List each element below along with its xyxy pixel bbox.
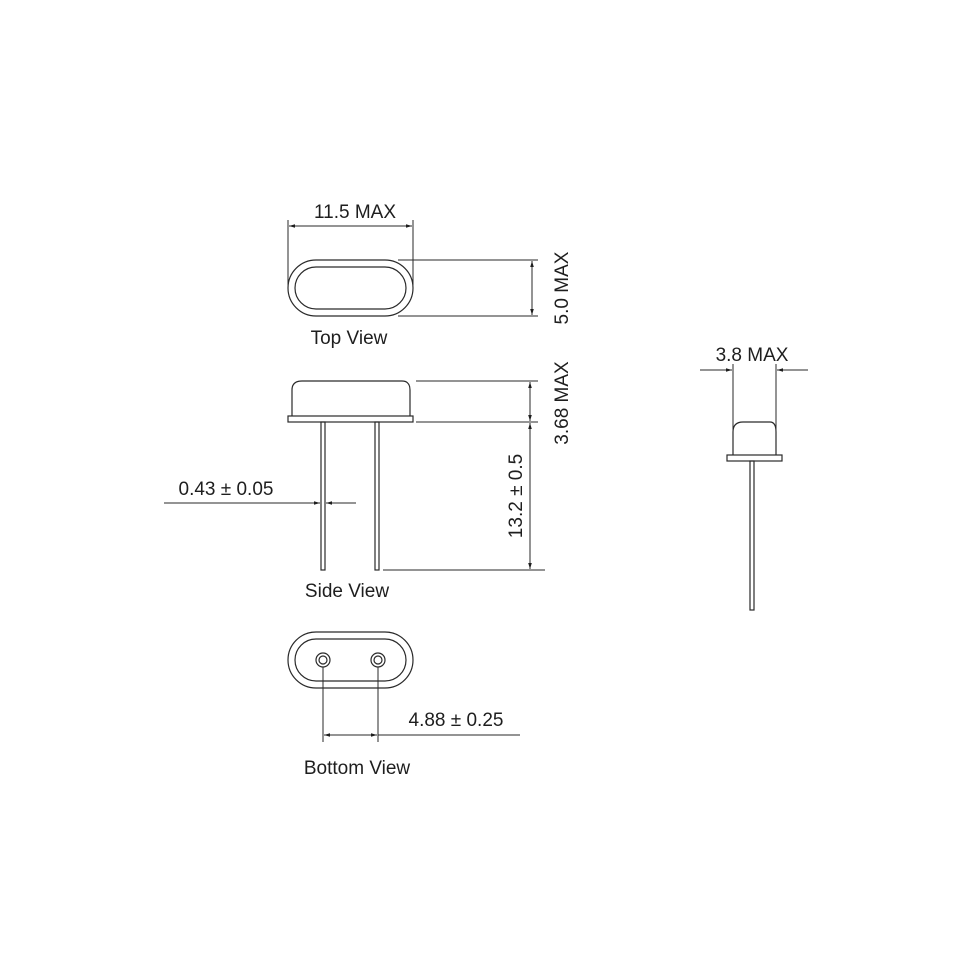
end-view-flange [726, 454, 783, 462]
top-height-dimension: 5.0 MAX [552, 251, 573, 324]
lead-diameter-dimension: 0.43 ± 0.05 [179, 479, 274, 500]
end-view: 3.8 MAX [700, 345, 808, 611]
end-width-dimension: 3.8 MAX [716, 345, 789, 366]
lead-length-dimension: 13.2 ± 0.5 [506, 454, 527, 538]
bottom-view: 4.88 ± 0.25 Bottom View [287, 631, 520, 779]
pin-hole-right-inner [373, 655, 383, 665]
top-view-outer-outline [287, 259, 414, 317]
side-view-label: Side View [305, 581, 389, 602]
pin-hole-right [370, 652, 386, 668]
side-height-dimension: 3.68 MAX [552, 361, 573, 445]
side-view-lead-right [374, 421, 380, 571]
side-view: 3.68 MAX 13.2 ± 0.5 0.43 ± 0.05 Side Vie… [164, 361, 573, 602]
lead-spacing-dimension: 4.88 ± 0.25 [409, 710, 504, 731]
end-view-body [732, 421, 777, 455]
pin-hole-left-inner [318, 655, 328, 665]
end-view-lead [749, 460, 755, 611]
pin-hole-left [315, 652, 331, 668]
top-width-dimension: 11.5 MAX [314, 202, 396, 223]
side-view-lead-left [320, 421, 326, 571]
side-view-body [291, 380, 411, 416]
bottom-view-inner-outline [294, 638, 407, 682]
bottom-view-label: Bottom View [304, 758, 411, 779]
side-view-flange [287, 415, 414, 423]
bottom-view-outer-outline [287, 631, 414, 689]
top-view: 11.5 MAX 5.0 MAX Top View [287, 202, 573, 349]
top-view-label: Top View [311, 328, 388, 349]
top-view-inner-outline [294, 266, 407, 310]
